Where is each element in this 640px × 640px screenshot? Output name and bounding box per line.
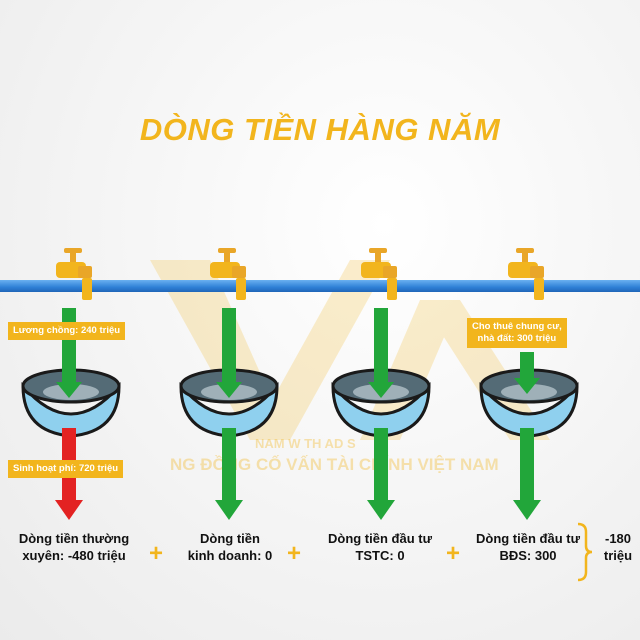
faucet-icon xyxy=(56,248,92,300)
plus-sign: + xyxy=(446,540,461,567)
faucet-icon xyxy=(210,248,246,300)
page-title: DÒNG TIỀN HÀNG NĂM xyxy=(139,112,501,147)
cashflow-financial-line-1: Dòng tiền đầu tư xyxy=(327,531,432,546)
inflow-arrow xyxy=(216,308,242,398)
plus-sign: + xyxy=(149,540,164,567)
watermark-text-1: NAM W TH AD S xyxy=(255,436,356,451)
faucet-icon xyxy=(361,248,397,300)
cashflow-business-line-2: kinh doanh: 0 xyxy=(187,548,273,563)
rental-income-label: Cho thuê chung cư, nhà đất: 300 triệu xyxy=(467,318,567,348)
total-cashflow: -180 triệu xyxy=(600,530,636,564)
salary-label: Lương chồng: 240 triệu xyxy=(8,322,126,340)
outflow-arrow xyxy=(215,428,243,520)
cashflow-business-line-1: Dòng tiền xyxy=(200,531,260,546)
watermark-text-2: NG ĐỒNG CỐ VẤN TÀI CHÍNH VIỆT NAM xyxy=(170,455,499,474)
cashflow-financial-investment: Dòng tiền đầu tư TSTC: 0 xyxy=(318,530,442,564)
total-line-1: -180 xyxy=(604,531,632,546)
cashflow-regular: Dòng tiền thường xuyên: -480 triệu xyxy=(10,530,138,564)
outflow-arrow xyxy=(513,428,541,520)
inflow-arrow xyxy=(514,352,540,394)
faucet-icon xyxy=(508,248,544,300)
outflow-arrow xyxy=(367,428,395,520)
cashflow-financial-line-2: TSTC: 0 xyxy=(355,548,405,563)
cashflow-regular-line-2: xuyên: -480 triệu xyxy=(22,548,126,563)
total-line-2: triệu xyxy=(603,548,633,563)
rental-income-line-2: nhà đất: 300 triệu xyxy=(477,333,557,344)
plus-sign: + xyxy=(287,540,302,567)
inflow-arrow xyxy=(368,308,394,398)
water-pipe xyxy=(0,280,640,292)
cashflow-real-estate: Dòng tiền đầu tư BĐS: 300 xyxy=(466,530,590,564)
living-expense-label: Sinh hoạt phí: 720 triệu xyxy=(8,460,124,478)
cashflow-realestate-line-1: Dòng tiền đầu tư xyxy=(475,531,580,546)
cashflow-regular-line-1: Dòng tiền thường xyxy=(18,531,130,546)
cashflow-realestate-line-2: BĐS: 300 xyxy=(499,548,557,563)
sum-bracket xyxy=(577,522,593,582)
cashflow-business: Dòng tiền kinh doanh: 0 xyxy=(174,530,286,564)
rental-income-line-1: Cho thuê chung cư, xyxy=(472,321,562,332)
